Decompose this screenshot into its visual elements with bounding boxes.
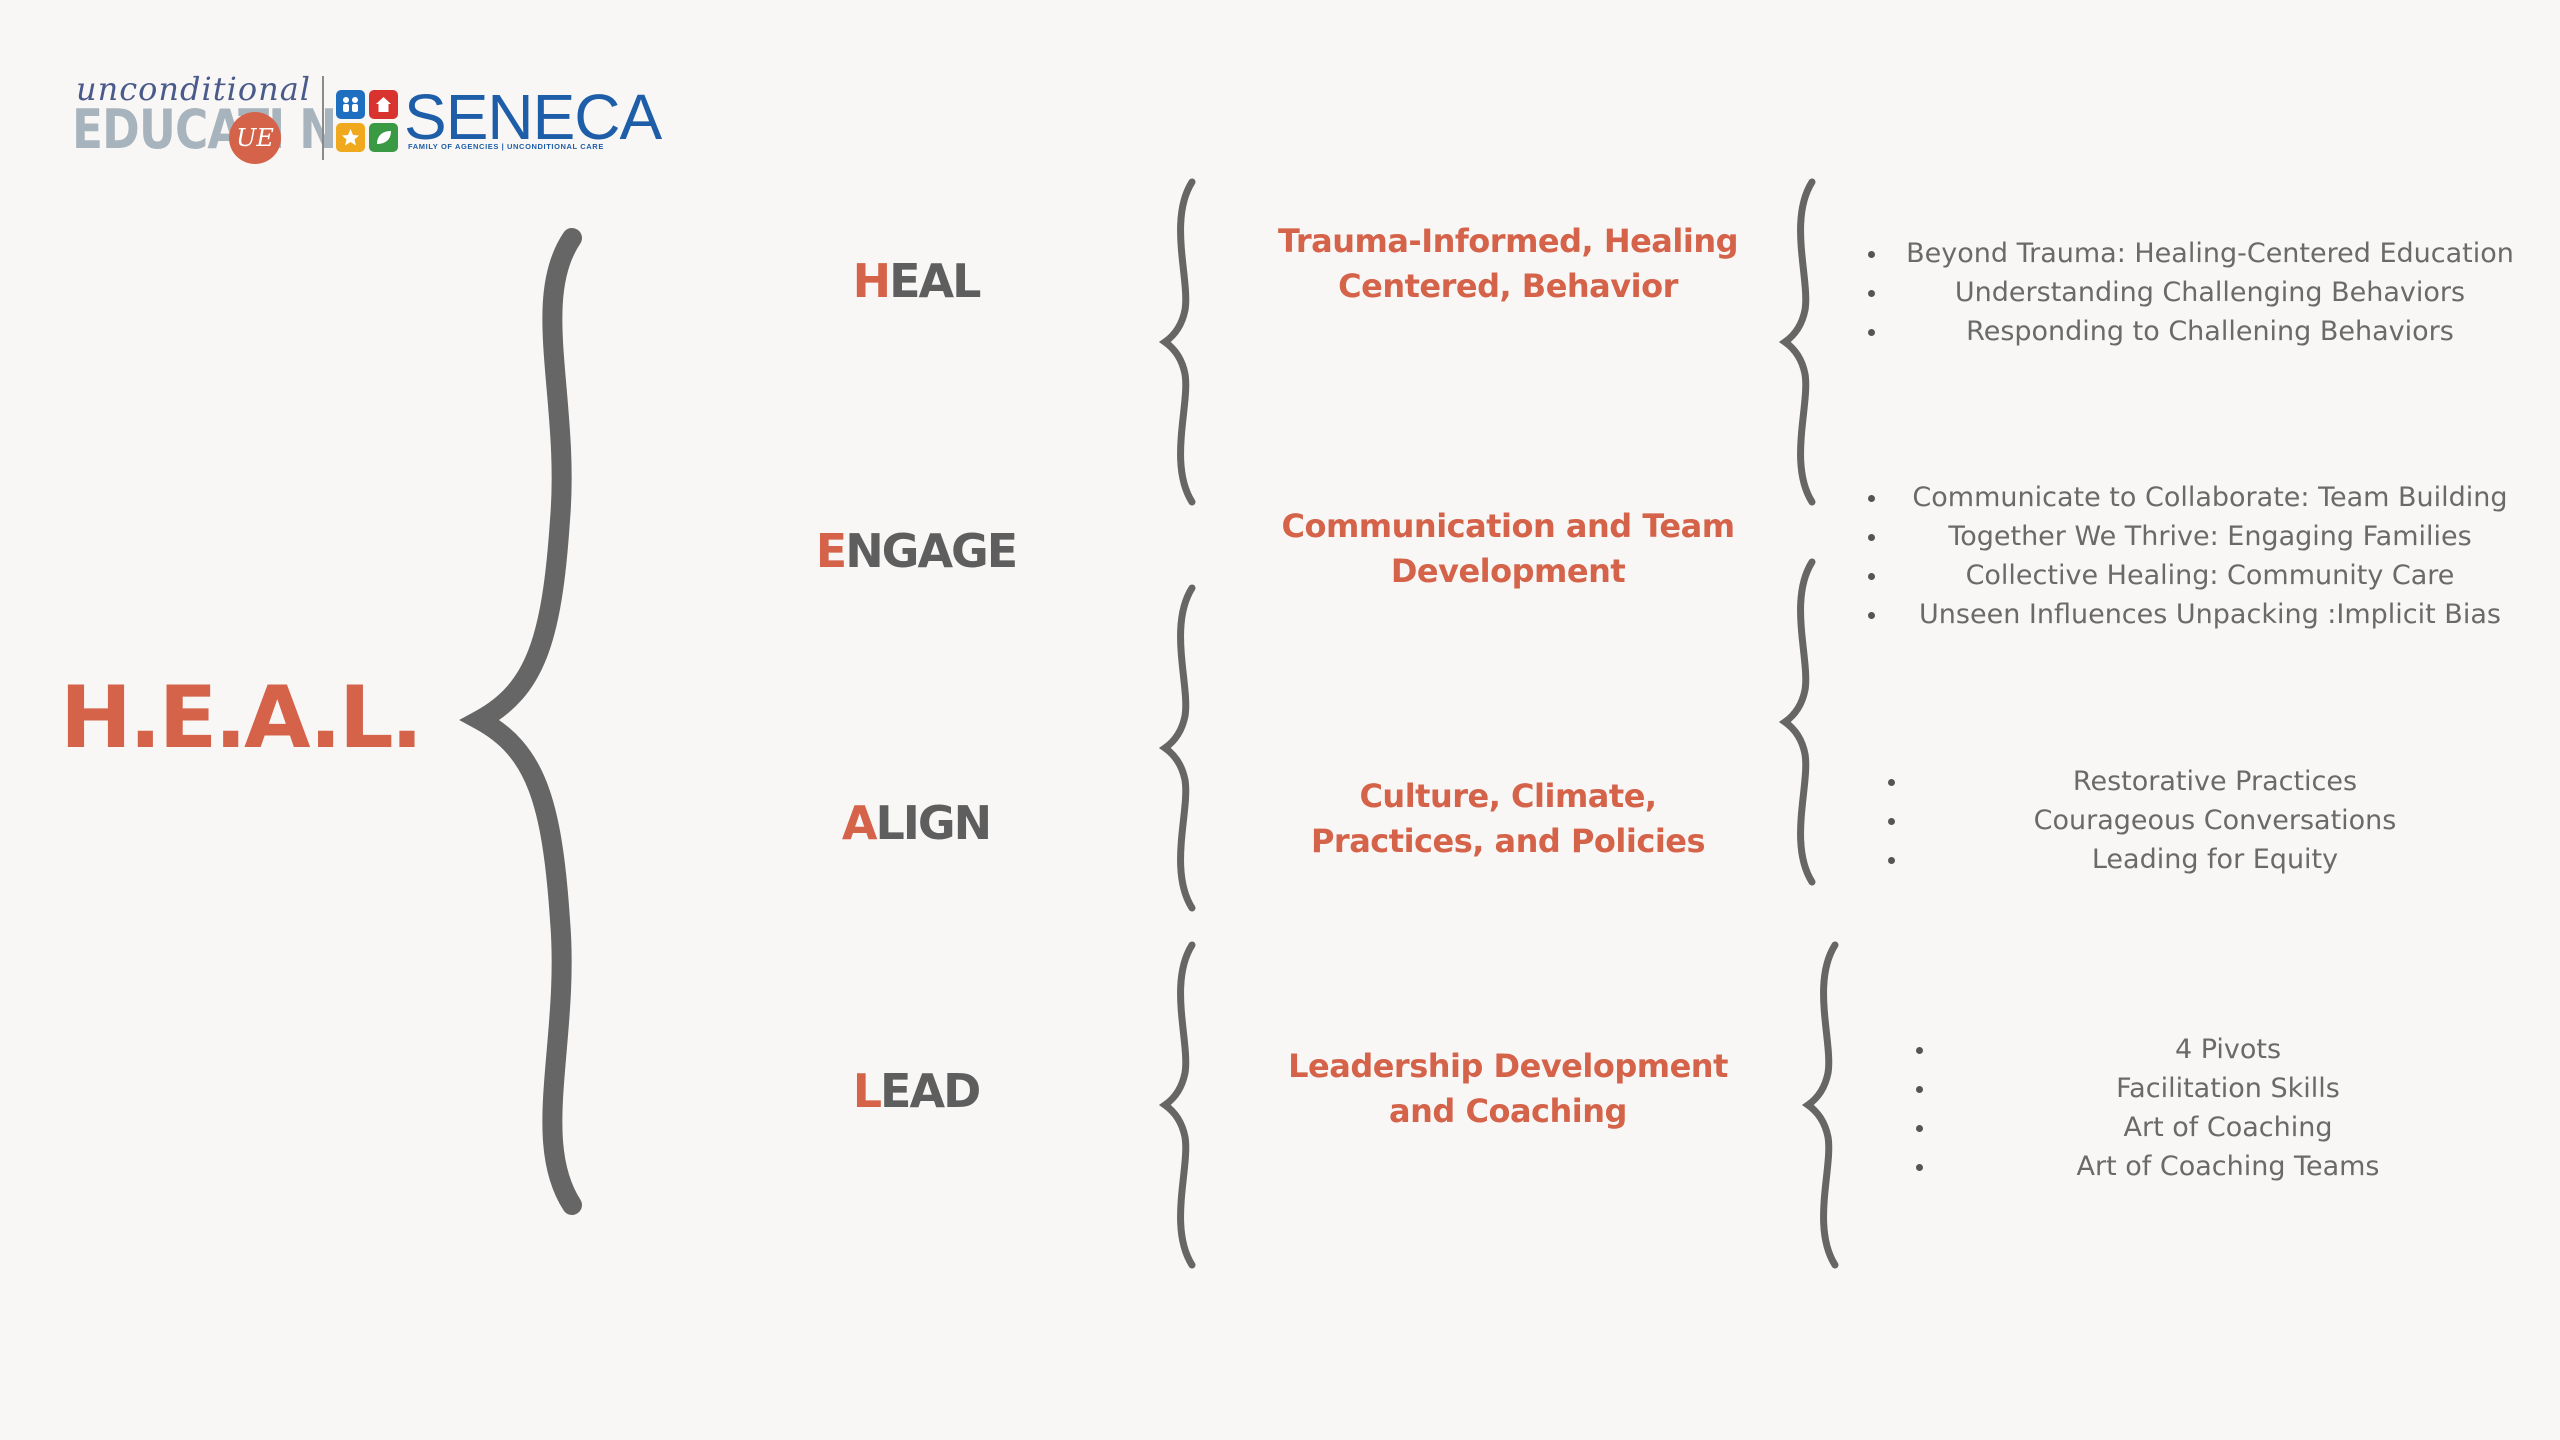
list-item: Communicate to Collaborate: Team Buildin…: [1860, 478, 2560, 517]
brace-heal-left: [1158, 178, 1196, 506]
logo-seneca-tagline: FAMILY OF AGENCIES | UNCONDITIONAL CARE: [408, 142, 604, 151]
list-item: Together We Thrive: Engaging Families: [1860, 517, 2560, 556]
category-heal: Trauma-Informed, Healing Centered, Behav…: [1278, 222, 1739, 305]
lead-topic-list: 4 Pivots Facilitation Skills Art of Coac…: [1908, 1030, 2548, 1186]
category-engage: Communication and Team Development: [1281, 507, 1735, 590]
category-align: Culture, Climate, Practices, and Policie…: [1310, 777, 1706, 860]
unconditional-education-logo: unconditional EDUCATI N UE: [72, 70, 337, 164]
list-item: Courageous Conversations: [1880, 801, 2550, 840]
list-item: 4 Pivots: [1908, 1030, 2548, 1069]
family-icon: [336, 90, 365, 119]
stage-engage-initial: E: [815, 524, 847, 578]
list-item: Unseen Influences Unpacking :Implicit Bi…: [1860, 595, 2560, 634]
home-icon: [369, 90, 398, 119]
logo-seneca-text: SENECA: [404, 81, 662, 153]
engage-topic-list: Communicate to Collaborate: Team Buildin…: [1860, 478, 2560, 634]
bullet-icon: [1888, 779, 1895, 786]
list-item: Understanding Challenging Behaviors: [1860, 273, 2560, 312]
logo-ue-badge: UE: [229, 112, 281, 164]
logo-divider: [322, 76, 324, 160]
logo-education-text: EDUCATI N: [72, 98, 337, 161]
bullet-icon: [1916, 1086, 1923, 1093]
stage-lead: LEAD: [746, 1064, 1086, 1118]
align-topic-list: Restorative Practices Courageous Convers…: [1880, 762, 2550, 879]
brace-engage-align-right: [1778, 558, 1816, 886]
bullet-icon: [1868, 329, 1875, 336]
bullet-icon: [1868, 534, 1875, 541]
list-item: Art of Coaching Teams: [1908, 1147, 2548, 1186]
stage-align-initial: A: [841, 796, 878, 850]
brace-lead-right: [1801, 941, 1839, 1269]
logo-unconditional-text: unconditional: [76, 70, 312, 108]
list-item: Leading for Equity: [1880, 840, 2550, 879]
list-item: Beyond Trauma: Healing-Centered Educatio…: [1860, 234, 2560, 273]
list-item: Facilitation Skills: [1908, 1069, 2548, 1108]
seneca-icon-grid: [336, 90, 400, 154]
stage-heal-rest: EAL: [889, 254, 981, 308]
bullet-icon: [1916, 1164, 1923, 1171]
bullet-icon: [1888, 818, 1895, 825]
bullet-icon: [1868, 290, 1875, 297]
bullet-icon: [1868, 612, 1875, 619]
stage-heal-initial: H: [852, 254, 891, 308]
main-brace: [459, 228, 582, 1215]
stage-heal: HEAL: [746, 254, 1086, 308]
stage-align: ALIGN: [746, 796, 1086, 850]
heal-topic-list: Beyond Trauma: Healing-Centered Educatio…: [1860, 234, 2560, 351]
leaf-icon: [369, 123, 398, 152]
brace-engage-align-left: [1158, 584, 1196, 912]
list-item: Restorative Practices: [1880, 762, 2550, 801]
bullet-icon: [1888, 857, 1895, 864]
bullet-icon: [1916, 1047, 1923, 1054]
list-item: Collective Healing: Community Care: [1860, 556, 2560, 595]
bullet-icon: [1868, 495, 1875, 502]
category-lead: Leadership Development and Coaching: [1288, 1047, 1728, 1130]
stage-lead-rest: EAD: [880, 1064, 981, 1118]
stage-lead-initial: L: [852, 1064, 882, 1118]
bullet-icon: [1916, 1125, 1923, 1132]
star-icon: [336, 123, 365, 152]
brace-heal-right: [1778, 178, 1816, 506]
stage-engage-rest: NGAGE: [845, 524, 1018, 578]
bullet-icon: [1868, 573, 1875, 580]
bullet-icon: [1868, 251, 1875, 258]
page-title: H.E.A.L.: [60, 668, 423, 768]
stage-align-rest: LIGN: [875, 796, 992, 850]
stage-engage: ENGAGE: [746, 524, 1086, 578]
list-item: Responding to Challening Behaviors: [1860, 312, 2560, 351]
brace-lead-left: [1158, 941, 1196, 1269]
list-item: Art of Coaching: [1908, 1108, 2548, 1147]
